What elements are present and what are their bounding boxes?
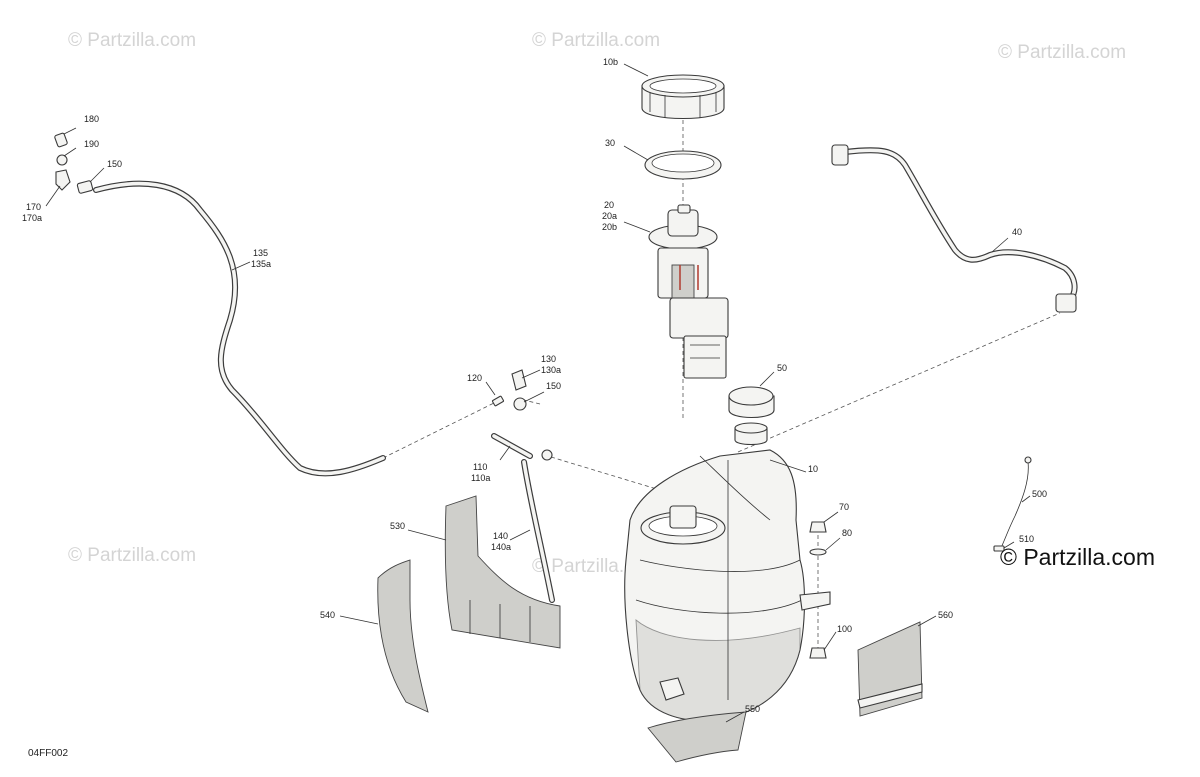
fuel-pump-20 [648, 204, 729, 379]
heat-shield-560 [857, 621, 923, 717]
clip-510 [993, 545, 1005, 552]
brand-mark: © Partzilla.com [1000, 544, 1155, 570]
label-150b: 150 [546, 381, 561, 391]
fuel-line-40 [831, 144, 1078, 313]
clamp-190 [56, 154, 68, 166]
label-10b: 10b [603, 57, 618, 67]
label-40: 40 [1012, 227, 1022, 237]
clamp-150 [76, 180, 94, 194]
callout-leaders [45, 63, 1031, 723]
breather-hose-135 [93, 180, 386, 477]
label-110: 110 [473, 462, 487, 472]
label-20b: 20b [602, 222, 617, 232]
label-190: 190 [84, 139, 99, 149]
fuel-tank-10 [624, 449, 831, 722]
label-180: 180 [84, 114, 99, 124]
label-140a: 140a [491, 542, 511, 552]
label-110a: 110a [471, 473, 490, 483]
label-120: 120 [467, 373, 482, 383]
label-150: 150 [107, 159, 122, 169]
elbow-170 [55, 169, 71, 191]
label-70: 70 [839, 502, 849, 512]
label-135a: 135a [251, 259, 271, 269]
label-20a: 20a [602, 211, 617, 221]
heat-shield-530 [444, 495, 561, 649]
label-80: 80 [842, 528, 852, 538]
label-560: 560 [938, 610, 953, 620]
nut-70 [809, 521, 827, 533]
sensor-500 [999, 456, 1032, 551]
label-540: 540 [320, 610, 335, 620]
valve-130 [511, 369, 527, 411]
label-170a: 170a [22, 213, 42, 223]
nut-100 [809, 647, 827, 659]
label-130a: 130a [541, 365, 561, 375]
label-170: 170 [26, 202, 41, 212]
heat-shield-540 [377, 559, 429, 713]
filler-cap-50 [728, 386, 775, 446]
watermark-text: © Partzilla.com [68, 545, 197, 566]
gasket-30 [644, 150, 722, 180]
label-20: 20 [604, 200, 614, 210]
screw-120 [491, 395, 505, 407]
clamp-150b [541, 449, 553, 461]
label-510: 510 [1019, 534, 1034, 544]
watermark-text: © Partzilla.com [998, 42, 1127, 63]
label-135: 135 [253, 248, 268, 258]
heat-shield-550 [647, 711, 747, 763]
callout-labels: 10b 30 20 20a 20b 180 190 150 170 170a 1… [22, 57, 1047, 714]
label-130: 130 [541, 354, 556, 364]
watermark-text: © Partzilla.com [532, 30, 661, 51]
label-530: 530 [390, 521, 405, 531]
hose-140 [521, 459, 555, 603]
fitting-180 [54, 132, 68, 148]
watermark-text: © Partzilla.com [68, 30, 197, 51]
lock-ring-10b [641, 74, 725, 119]
hose-110 [491, 433, 533, 459]
label-550: 550 [745, 704, 760, 714]
label-140: 140 [493, 531, 508, 541]
label-30: 30 [605, 138, 615, 148]
label-10: 10 [808, 464, 818, 474]
washer-80 [809, 548, 827, 556]
diagram-code: 04FF002 [28, 748, 69, 759]
label-100: 100 [837, 624, 852, 634]
label-50: 50 [777, 363, 787, 373]
label-500: 500 [1032, 489, 1047, 499]
